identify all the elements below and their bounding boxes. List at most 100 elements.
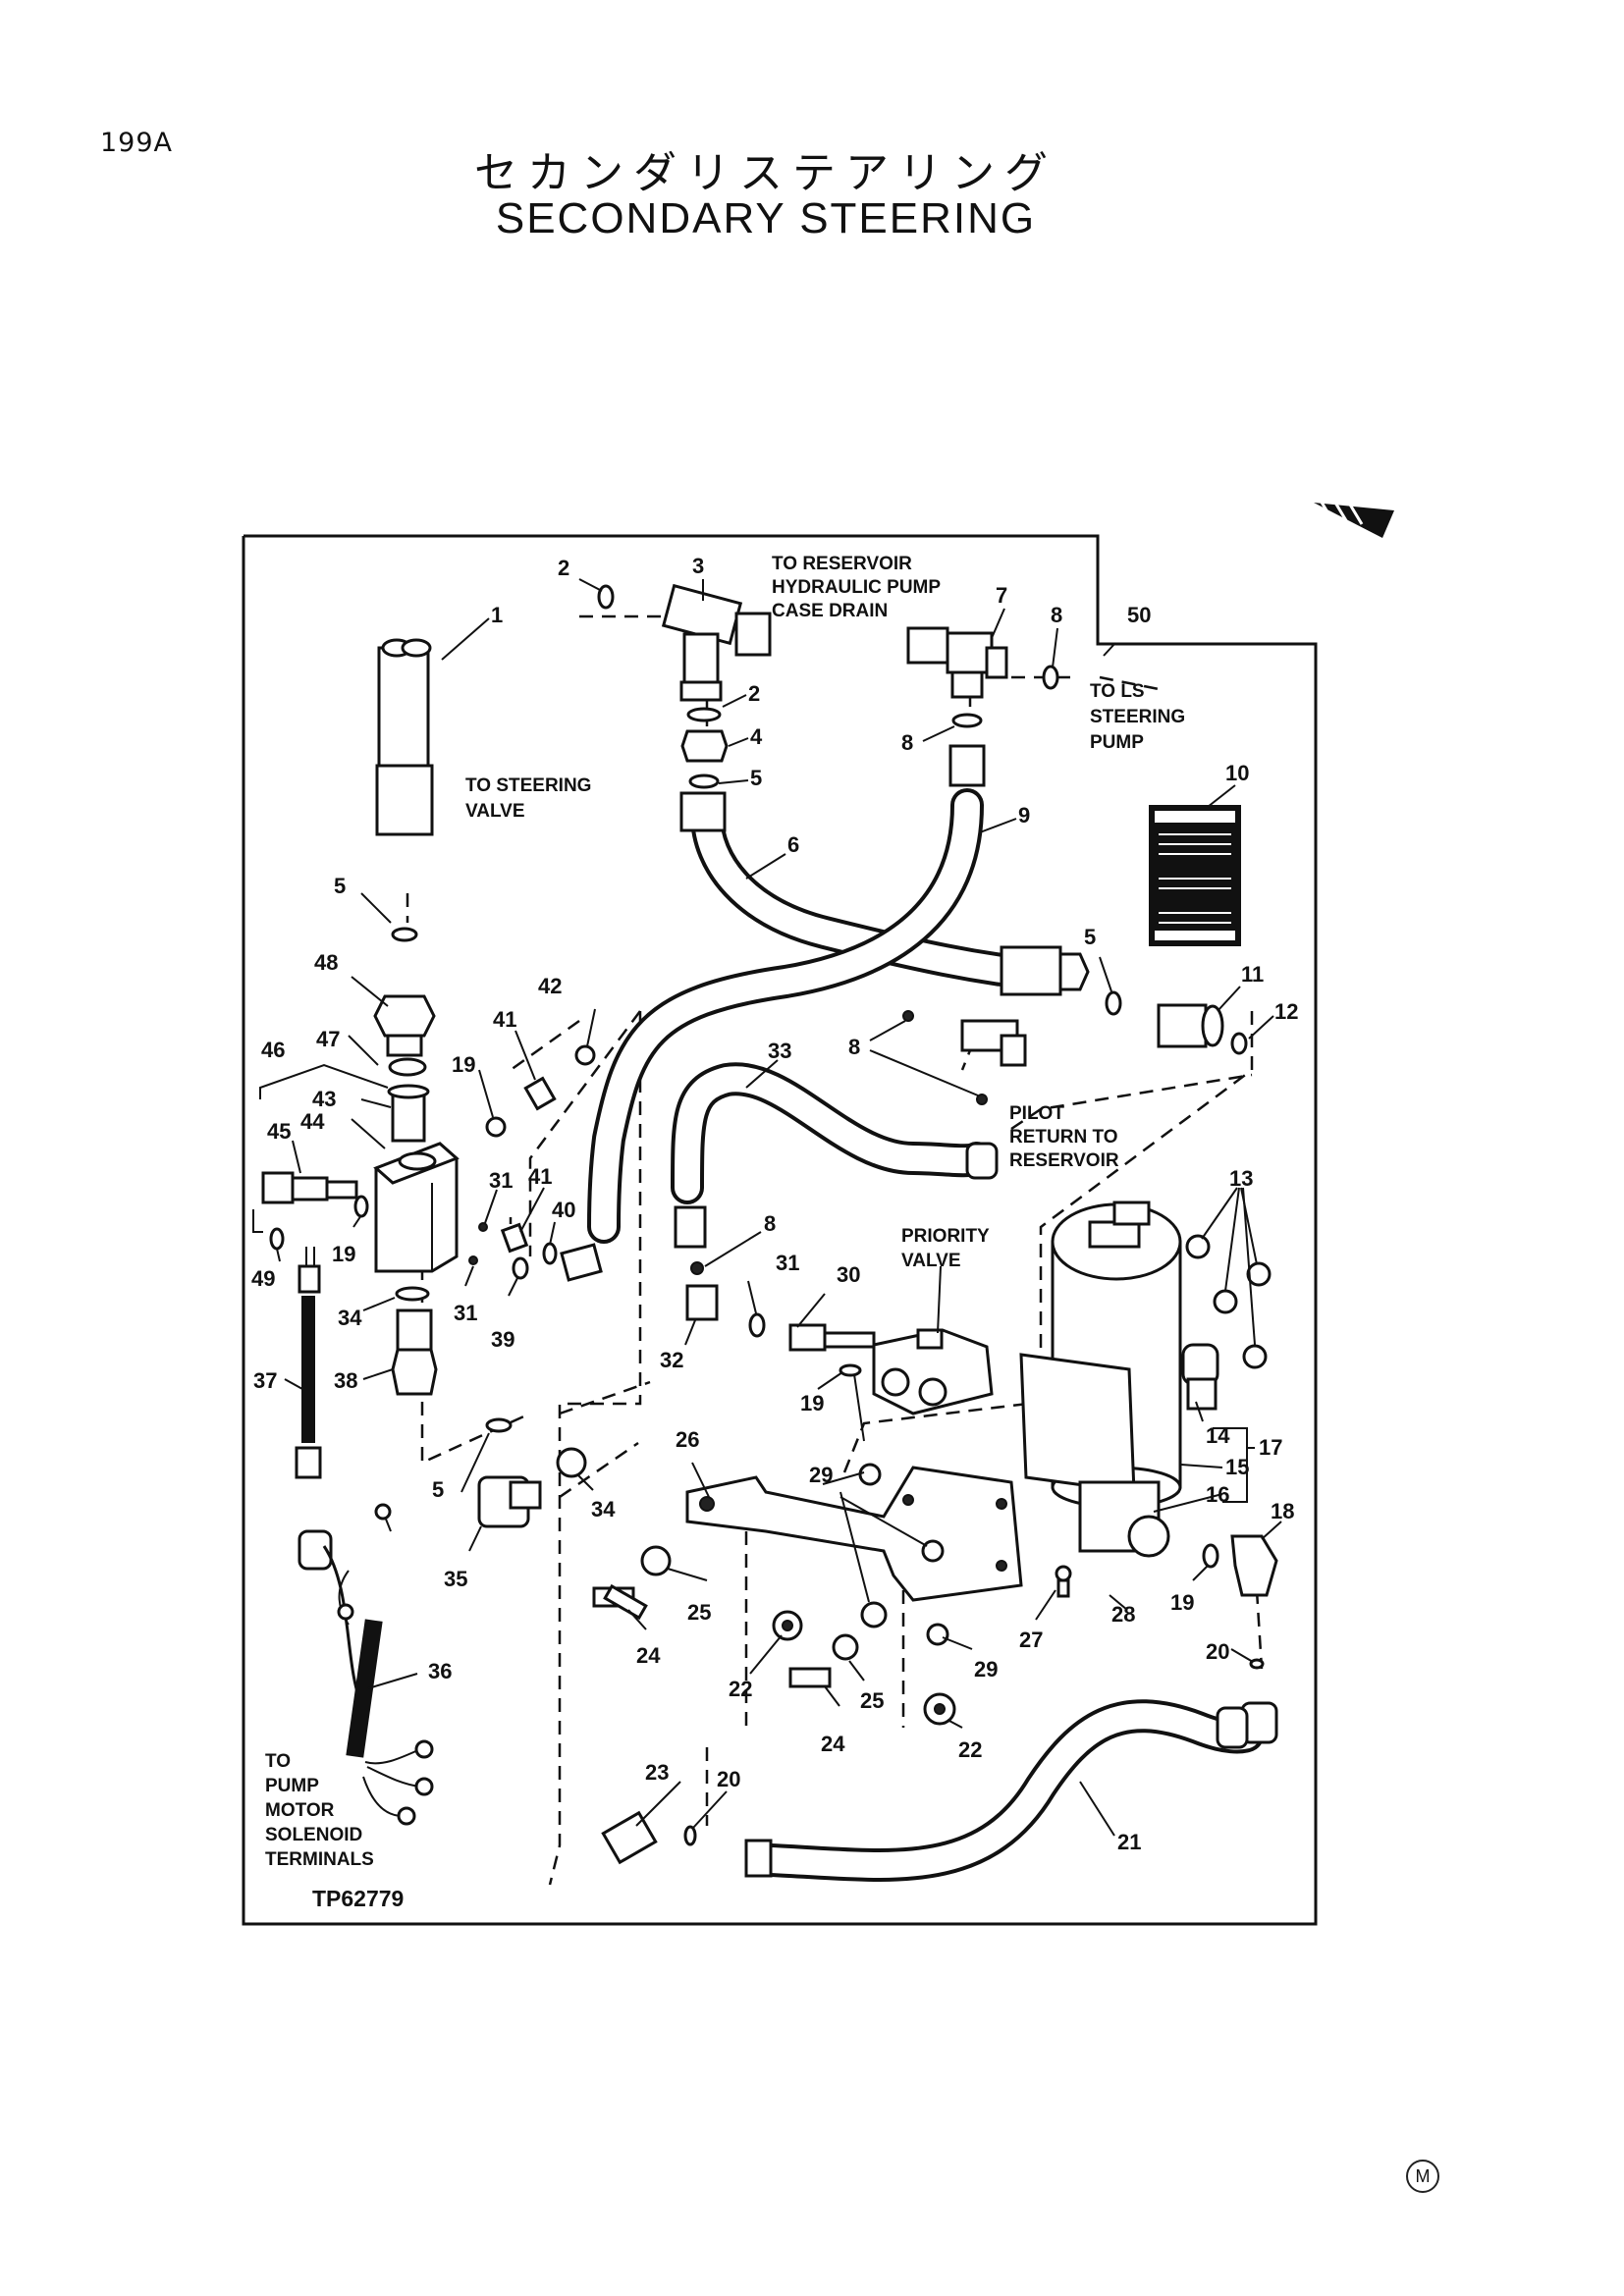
callout-11: 11 [1241,962,1264,987]
callout-19: 19 [800,1391,824,1415]
callout-38: 38 [334,1368,357,1393]
callout-41: 41 [493,1007,516,1032]
callout-35: 35 [444,1567,467,1591]
callout-2: 2 [748,681,760,706]
callout-5: 5 [334,874,346,898]
elbow-fitting-7 [906,626,1008,699]
callout-10: 10 [1225,761,1249,785]
caution-label-10 [1149,805,1241,946]
callout-5: 5 [750,766,762,790]
note-to-pump-motor-4: SOLENOID [265,1825,362,1845]
callout-23: 23 [645,1760,669,1785]
title-english: SECONDARY STEERING [495,194,1037,242]
callout-22: 22 [729,1677,752,1701]
callout-9: 9 [1018,803,1030,828]
callout-34: 34 [338,1306,362,1330]
pump-motor-15 [1019,1201,1219,1558]
note-to-ls-3: PUMP [1090,732,1144,753]
callout-28: 28 [1111,1602,1135,1627]
callout-19: 19 [1170,1590,1194,1615]
direction-arrow-icon [1304,498,1394,538]
callout-21: 21 [1117,1830,1141,1854]
note-to-steering-valve-2: VALVE [465,801,525,822]
callout-27: 27 [1019,1628,1043,1652]
callout-50: 50 [1127,603,1151,627]
callout-4: 4 [750,724,763,749]
figure-id: TP62779 [312,1886,404,1911]
note-to-pump-motor-2: PUMP [265,1776,319,1796]
callout-30: 30 [837,1262,860,1287]
priority-valve-30 [872,1328,994,1415]
callout-40: 40 [552,1198,575,1222]
callout-29: 29 [809,1463,833,1487]
note-to-pump-motor-1: TO [265,1751,291,1772]
callout-41: 41 [528,1164,552,1189]
callout-12: 12 [1274,999,1298,1024]
callout-14: 14 [1206,1423,1230,1448]
callout-33: 33 [768,1039,791,1063]
callout-5: 5 [1084,925,1096,949]
callout-8: 8 [901,730,913,755]
callout-31: 31 [776,1251,799,1275]
callout-8: 8 [764,1211,776,1236]
callout-13: 13 [1229,1166,1253,1191]
note-to-pump-motor-5: TERMINALS [265,1849,374,1870]
callout-19: 19 [452,1052,475,1077]
callout-42: 42 [538,974,562,998]
callout-43: 43 [312,1087,336,1111]
tee-fitting-3 [661,583,772,702]
callout-22: 22 [958,1737,982,1762]
callout-31: 31 [454,1301,477,1325]
callout-3: 3 [692,554,704,578]
title-japanese: セカンダリステアリング [474,148,1057,198]
callout-5: 5 [432,1477,444,1502]
note-pilot-return-3: RESERVOIR [1009,1150,1119,1171]
callout-24: 24 [636,1643,661,1668]
callout-1: 1 [491,603,503,627]
callout-20: 20 [717,1767,740,1791]
note-to-reservoir-1: TO RESERVOIR [772,554,912,574]
note-to-steering-valve-1: TO STEERING [465,775,591,796]
callout-49: 49 [251,1266,275,1291]
callout-45: 45 [267,1119,291,1144]
callout-39: 39 [491,1327,514,1352]
callout-6: 6 [787,832,799,857]
callout-25: 25 [860,1688,884,1713]
note-to-reservoir-3: CASE DRAIN [772,601,888,621]
callout-8: 8 [1051,603,1062,627]
callout-15: 15 [1225,1455,1249,1479]
callout-24: 24 [821,1732,845,1756]
note-to-ls-2: STEERING [1090,707,1185,727]
callout-48: 48 [314,950,338,975]
wiring-harness-36 [298,1503,434,1826]
note-to-pump-motor-3: MOTOR [265,1800,335,1821]
callout-36: 36 [428,1659,452,1683]
callout-7: 7 [996,583,1007,608]
callout-25: 25 [687,1600,711,1625]
callout-44: 44 [300,1109,325,1134]
callout-16: 16 [1206,1482,1229,1507]
m-mark: M [1406,2160,1439,2193]
note-pilot-return-2: RETURN TO [1009,1127,1117,1148]
callout-34: 34 [591,1497,616,1522]
callout-20: 20 [1206,1639,1229,1664]
note-priority-valve-1: PRIORITY [901,1226,990,1247]
note-pilot-return-1: PILOT [1009,1103,1064,1124]
note-to-ls-1: TO LS [1090,681,1145,702]
callout-29: 29 [974,1657,998,1682]
wiring-harness-37 [295,1247,322,1479]
callout-32: 32 [660,1348,683,1372]
callout-37: 37 [253,1368,277,1393]
callout-31: 31 [489,1168,513,1193]
callout-17: 17 [1259,1435,1282,1460]
callout-2: 2 [558,556,569,580]
callout-47: 47 [316,1027,340,1051]
page-number: 199A [100,128,174,158]
callout-46: 46 [261,1038,285,1062]
callout-19: 19 [332,1242,355,1266]
callout-18: 18 [1271,1499,1294,1523]
diagram-frame [242,534,1318,1926]
note-priority-valve-2: VALVE [901,1251,961,1271]
callout-26: 26 [676,1427,699,1452]
